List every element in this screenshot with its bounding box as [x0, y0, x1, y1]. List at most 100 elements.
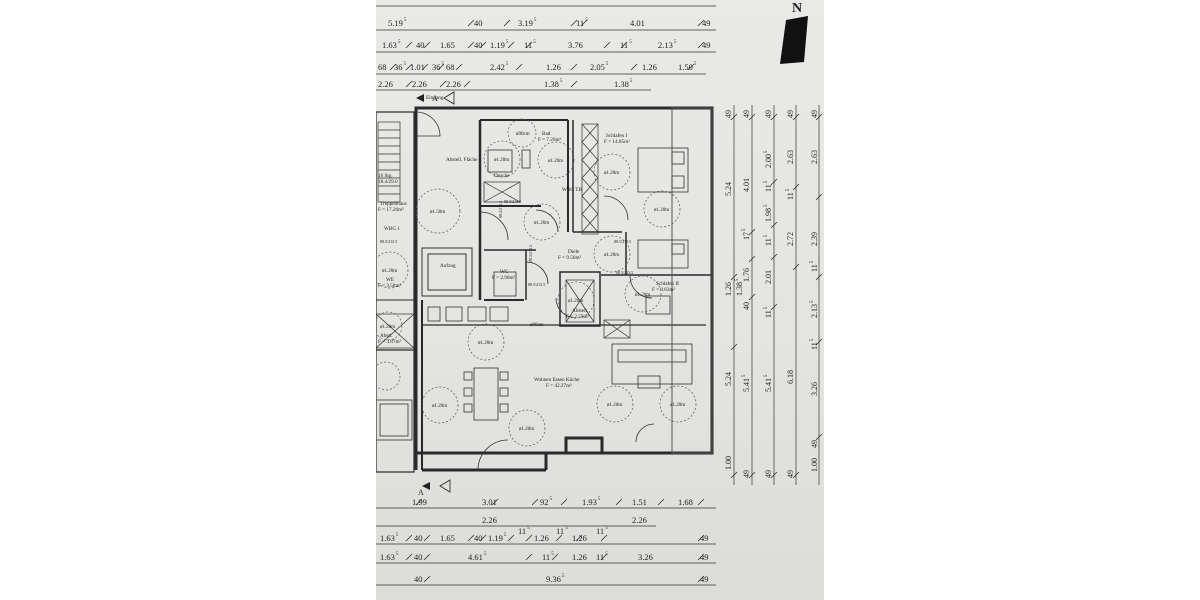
room-name: Dusche — [494, 173, 510, 179]
dim-superscript: 5 — [527, 526, 530, 531]
dim-superscript: 5 — [764, 306, 769, 309]
dim-superscript: 5 — [786, 188, 791, 191]
dim-label: 1.93 — [582, 497, 597, 507]
dim-label: 2.26 — [412, 79, 427, 89]
dim-superscript: 5 — [606, 62, 609, 67]
dim-label: 2.63 — [786, 150, 795, 164]
dim-superscript: 5 — [551, 552, 554, 557]
room-name: Schlafen I — [606, 132, 627, 139]
dim-superscript: 5 — [484, 552, 487, 557]
circle-label: ø1.20m — [478, 341, 493, 346]
dim-row-bottom-3: 1.63 40 1.65 40 1.19 11 1.26 11 1.26 11 … — [380, 526, 709, 543]
dim-label: 9.36 — [546, 574, 561, 584]
section-letter-top: A — [432, 94, 438, 103]
room-labels: Eingang Bad F = 7.26m² Schlafen I F = 14… — [378, 95, 679, 389]
dim-label: 40 — [742, 302, 751, 310]
dim-superscript: 5 — [506, 62, 509, 67]
door-tag: 88.5/213.5 — [528, 245, 533, 262]
section-arrow-outline-icon — [443, 91, 455, 105]
dim-label: 1.63 — [382, 40, 397, 50]
dim-label: 49 — [810, 110, 819, 118]
dim-superscript: 5 — [810, 300, 815, 303]
circle-label: ø1.20m — [604, 253, 619, 258]
dim-superscript: 5 — [764, 374, 769, 377]
dim-label: 2.39 — [810, 232, 819, 246]
right-dims-col2: 49 4.01 17 1.76 1.38 40 5.41 49 — [735, 110, 751, 478]
dim-label: 1.65 — [440, 40, 455, 50]
dim-row-top-4: 2.26 2.26 2.26 1.38 1.38 — [378, 79, 629, 89]
section-markers: A A — [416, 91, 455, 497]
dim-superscript: 5 — [764, 204, 769, 207]
dim-label: 11 — [576, 18, 584, 28]
doors — [415, 111, 655, 471]
dim-label: 49 — [810, 440, 819, 448]
dim-superscript: 5 — [742, 228, 747, 231]
dim-label: 68 — [378, 62, 387, 72]
dim-label: 11 — [764, 238, 773, 246]
dim-row-bottom-2: 2.26 2.26 — [482, 515, 647, 525]
room-name: WC — [500, 269, 509, 275]
dim-label: 49 — [702, 40, 711, 50]
dim-label: 49 — [724, 110, 733, 118]
dim-label: 11 — [810, 264, 819, 272]
dim-row-top-1: 5.19 40 3.19 11 4.01 49 — [388, 18, 711, 28]
dim-label: 2.01 — [764, 270, 773, 284]
circle-label: ø1.20m — [670, 403, 685, 408]
room-area: F = 3.58m² — [378, 283, 402, 289]
dim-superscript: 5 — [562, 574, 565, 579]
dim-label: 40 — [474, 40, 483, 50]
dim-label: 3.01 — [482, 497, 497, 507]
dim-label: 2.05 — [590, 62, 605, 72]
circle-label: ø1.20m — [534, 221, 549, 226]
room-area: F = 9.63m² — [652, 287, 676, 293]
room-name: Abstl. — [380, 333, 393, 339]
dim-label: 4.01 — [630, 18, 645, 28]
dim-label: 2.26 — [378, 79, 393, 89]
room-area: F = 2.90m² — [492, 275, 516, 281]
room-name: Treppenhaus — [380, 201, 407, 207]
dim-label: 3.19 — [518, 18, 533, 28]
dim-superscript: 5 — [504, 533, 507, 538]
floor-plan-photo: 5.19 40 3.19 11 4.01 49 1.63 40 1.65 40 … — [376, 0, 824, 600]
dim-label: 2.26 — [632, 515, 647, 525]
dim-label: 2.13 — [658, 40, 673, 50]
dim-superscript: 5 — [404, 62, 407, 67]
dim-label: 49 — [786, 470, 795, 478]
circle-label: ø1.50m — [430, 210, 445, 215]
dim-label: 1.26 — [546, 62, 561, 72]
door-tag: 88.5/213.5 — [380, 239, 397, 244]
dim-label: 5.41 — [742, 378, 751, 392]
room-area: F = 17.20m² — [378, 207, 404, 213]
dim-label: 68 — [446, 62, 455, 72]
dim-superscript: 5 — [396, 552, 399, 557]
dim-label: 11 — [786, 192, 795, 200]
door-tag: 88.5/213.5 — [498, 201, 503, 218]
dim-label: 11 — [810, 342, 819, 350]
room-name: Abstell. — [572, 308, 588, 314]
dim-superscript: 5 — [404, 18, 407, 23]
dim-row-top-3: 68 36 1.01 36 68 2.42 1.26 2.05 1.26 1.5… — [378, 62, 693, 72]
dim-superscript: 5 — [764, 180, 769, 183]
dim-superscript: 5 — [442, 62, 445, 67]
walls — [376, 106, 714, 473]
dim-label: 6.18 — [786, 370, 795, 384]
dim-label: 1.26 — [534, 533, 549, 543]
right-dims-col4: 49 2.63 11 2.72 6.18 49 — [786, 110, 795, 478]
dim-superscript: 5 — [810, 338, 815, 341]
dim-row-bottom-5: 40 9.36 49 — [414, 574, 709, 584]
room-area: F = 9.56m² — [558, 255, 582, 261]
dim-label: 2.13 — [810, 304, 819, 318]
dimension-ticks — [389, 19, 823, 583]
dim-superscript: 5 — [764, 150, 769, 153]
dim-label: 49 — [742, 110, 751, 118]
dim-superscript: 5 — [629, 40, 632, 45]
dim-superscript: 5 — [506, 40, 509, 45]
room-name: 16 Stg. — [378, 173, 393, 179]
floor-plan-drawing: 5.19 40 3.19 11 4.01 49 1.63 40 1.65 40 … — [376, 1, 823, 586]
dim-superscript: 5 — [694, 62, 697, 67]
dim-row-bottom-1: 1.99 3.01 92 1.93 1.51 1.68 — [412, 497, 693, 507]
dim-superscript: 5 — [605, 526, 608, 531]
dim-label: 1.63 — [380, 533, 395, 543]
dim-superscript: 5 — [533, 40, 536, 45]
